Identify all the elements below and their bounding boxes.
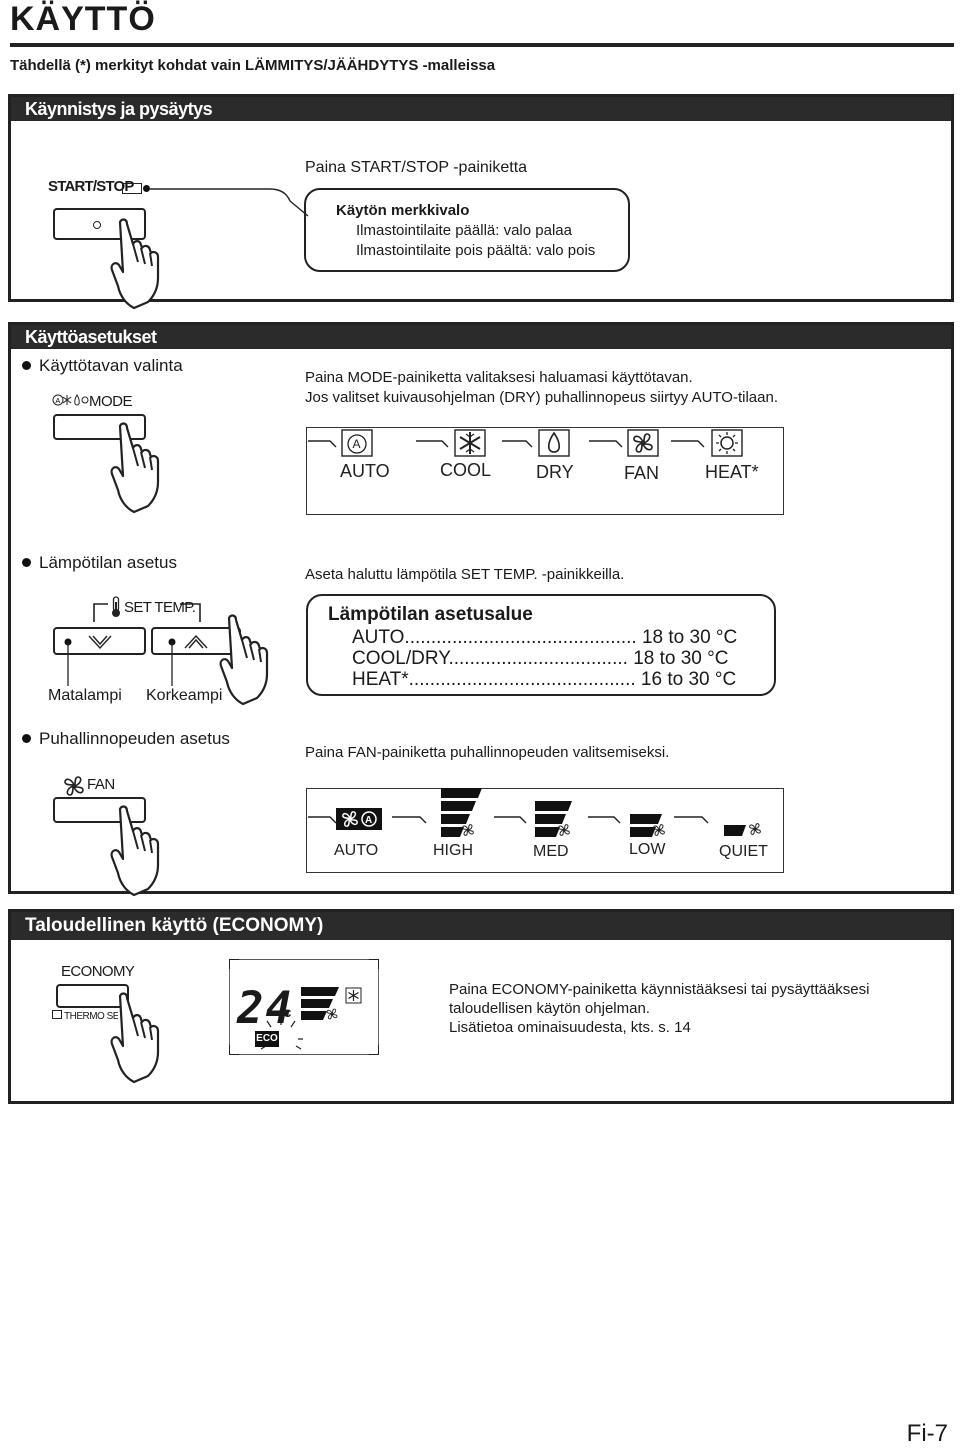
section-title: Käyttöasetukset	[11, 325, 951, 349]
fan-low-label: LOW	[629, 841, 666, 858]
temp-leader-lines	[64, 638, 176, 686]
mode-mini-icons: A	[52, 394, 89, 406]
mode-fan-label: FAN	[624, 463, 660, 483]
indicator-info-box: Käytön merkkivalo Ilmastointilaite pääll…	[304, 188, 630, 272]
fan-auto-label: AUTO	[334, 842, 379, 859]
section-title: Taloudellinen käyttö (ECONOMY)	[11, 912, 951, 940]
mode-auto-label: AUTO	[340, 461, 390, 481]
economy-section: Taloudellinen käyttö (ECONOMY)	[8, 909, 954, 1104]
temperature-instruction: Aseta haluttu lämpötila SET TEMP. -paini…	[305, 566, 625, 583]
section-title: Käynnistys ja pysäytys	[11, 97, 951, 121]
fan-speed-bars-icon	[535, 801, 572, 837]
title-divider	[10, 43, 954, 47]
mode-heat-label: HEAT*	[705, 462, 759, 482]
svg-text:A: A	[365, 815, 372, 826]
arrow-right-icon	[308, 816, 709, 824]
eco-badge: ECO	[255, 1031, 279, 1047]
mode-button-label: MODE	[89, 393, 133, 410]
temp-range-box: Lämpötilan asetusalue AUTO..............…	[306, 594, 776, 696]
lcd-display: 24 °C ECO	[228, 958, 380, 1056]
lcd-unit: °C	[279, 1008, 292, 1020]
indicator-off-text: Ilmastointilaite pois päältä: valo pois	[356, 242, 596, 259]
range-title: Lämpötilan asetusalue	[328, 604, 533, 625]
range-heat: HEAT*...................................…	[352, 669, 737, 690]
thermo-sensor-label: THERMO SEN	[52, 1010, 118, 1022]
page-number: Fi-7	[906, 1420, 948, 1447]
economy-button-label: ECONOMY	[61, 963, 135, 980]
chevron-down-icon	[88, 635, 112, 650]
mode-heading: Käyttötavan valinta	[22, 356, 183, 376]
fan-quiet-label: QUIET	[719, 843, 768, 860]
temperature-heading: Lämpötilan asetus	[22, 553, 177, 573]
indicator-on-text: Ilmastointilaite päällä: valo palaa	[356, 222, 572, 239]
mode-instruction-2: Jos valitset kuivausohjelman (DRY) puhal…	[305, 389, 778, 406]
mode-dry-label: DRY	[536, 462, 574, 482]
droplet-icon	[538, 429, 570, 457]
fan-speed-bars-icon	[724, 825, 746, 836]
fan-auto-icon: A	[336, 808, 382, 830]
thermo-sensor-icon	[52, 1010, 62, 1019]
higher-label: Korkeampi	[146, 687, 223, 704]
indicator-lamp	[122, 183, 142, 194]
mode-button[interactable]	[53, 414, 146, 440]
range-cool-dry: COOL/DRY................................…	[352, 648, 729, 669]
fan-cycle-box	[306, 788, 784, 873]
svg-text:A: A	[56, 398, 62, 405]
lower-label: Matalampi	[48, 687, 122, 704]
start-stop-instruction: Paina START/STOP -painiketta	[305, 159, 528, 176]
sun-icon	[711, 429, 743, 457]
fan-speed-bars-icon	[441, 788, 482, 837]
hand-pointer-icon	[219, 614, 269, 706]
page-subtitle: Tähdellä (*) merkityt kohdat vain LÄMMIT…	[10, 57, 496, 74]
mode-instruction-1: Paina MODE-painiketta valitaksesi haluam…	[305, 369, 693, 386]
settings-section: Käyttöasetukset	[8, 322, 954, 894]
fan-icon	[64, 776, 84, 796]
hand-pointer-icon	[110, 422, 160, 514]
indicator-dot	[143, 185, 150, 192]
fan-speed-bars-icon	[630, 814, 662, 837]
start-stop-section: Käynnistys ja pysäytys	[8, 94, 954, 302]
range-auto: AUTO....................................…	[352, 627, 738, 648]
arrow-right-icon	[308, 440, 705, 448]
economy-instruction-3: Lisätietoa ominaisuudesta, kts. s. 14	[449, 1019, 691, 1036]
fan-button-label: FAN	[87, 776, 115, 793]
economy-button[interactable]	[56, 984, 129, 1008]
fan-med-label: MED	[533, 843, 569, 860]
fan-instruction: Paina FAN-painiketta puhallinnopeuden va…	[305, 744, 670, 761]
svg-text:A: A	[353, 437, 361, 451]
set-temp-label: SET TEMP.	[124, 599, 196, 616]
temp-up-button[interactable]	[151, 627, 241, 655]
start-stop-label: START/STOP	[48, 178, 134, 195]
chevron-up-icon	[184, 634, 208, 649]
fan-heading: Puhallinnopeuden asetus	[22, 729, 230, 749]
auto-mode-icon: A	[341, 429, 373, 457]
indicator-leader-line	[150, 188, 309, 217]
economy-instruction-1: Paina ECONOMY-painiketta käynnistääksesi…	[449, 981, 870, 998]
mode-symbols: A	[52, 393, 90, 410]
thermometer-icon	[112, 596, 120, 617]
fan-high-label: HIGH	[433, 842, 473, 859]
fan-cycle-diagram: A	[308, 788, 761, 837]
set-temp-bracket	[93, 603, 201, 622]
indicator-title: Käytön merkkivalo	[336, 202, 470, 219]
hand-pointer-icon	[110, 805, 160, 897]
fan-icon	[627, 429, 659, 457]
snowflake-icon	[454, 429, 486, 457]
hand-pointer-icon	[110, 218, 160, 310]
hand-pointer-icon	[110, 992, 160, 1084]
mode-cycle-diagram: A	[308, 429, 743, 457]
button-dot	[93, 221, 101, 229]
mode-cool-label: COOL	[440, 460, 492, 480]
mode-cycle-box	[306, 427, 784, 515]
page-title: KÄYTTÖ	[10, 0, 156, 38]
fan-button[interactable]	[53, 797, 146, 823]
lcd-temperature: 24	[237, 983, 294, 1034]
economy-instruction-2: taloudellisen käytön ohjelman.	[449, 1000, 650, 1017]
thermo-sensor-text: THERMO SEN	[64, 1011, 118, 1022]
